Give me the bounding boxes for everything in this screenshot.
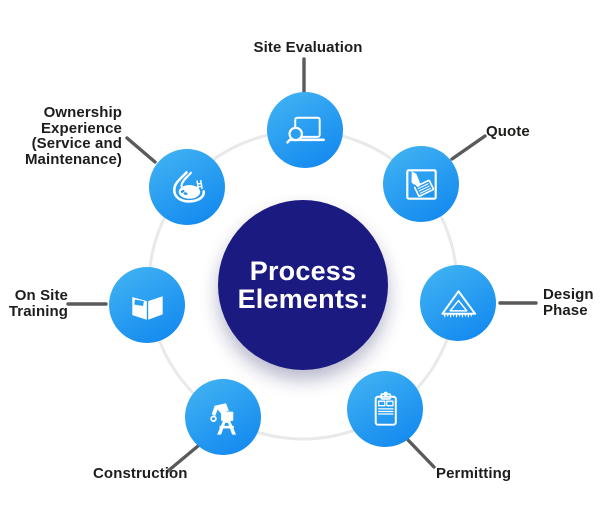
label-permitting: Permitting bbox=[436, 465, 512, 482]
connector-lines bbox=[66, 57, 538, 473]
node-site-evaluation bbox=[267, 92, 343, 168]
crane-icon bbox=[209, 402, 236, 435]
node-design-phase bbox=[420, 265, 496, 341]
connector-ownership bbox=[125, 136, 157, 164]
node-quote bbox=[383, 146, 459, 222]
node-construction bbox=[185, 379, 261, 455]
center-title-line-1: Process bbox=[249, 255, 357, 286]
node-ownership-experience bbox=[149, 149, 225, 225]
node-on-site-training bbox=[109, 267, 185, 343]
pool-icon bbox=[172, 170, 205, 203]
label-design-phase: Design Phase bbox=[543, 286, 594, 319]
connector-construction bbox=[166, 444, 200, 473]
label-ownership-experience: Ownership Experience (Service and Mainte… bbox=[24, 104, 122, 168]
center-circle: Process Elements: bbox=[218, 200, 388, 370]
set-square-icon bbox=[440, 289, 476, 317]
label-on-site-training: On Site Training bbox=[8, 287, 68, 320]
pen-document-icon bbox=[405, 168, 437, 200]
laptop-search-icon bbox=[285, 116, 325, 144]
center-title: Process Elements: bbox=[237, 255, 369, 314]
label-quote: Quote bbox=[486, 123, 530, 140]
clipboard-icon bbox=[374, 391, 397, 426]
connector-quote bbox=[450, 134, 487, 161]
connector-permitting bbox=[406, 438, 436, 469]
label-site-evaluation: Site Evaluation bbox=[253, 39, 363, 56]
open-book-icon bbox=[131, 295, 163, 320]
center-title-line-2: Elements: bbox=[237, 284, 369, 314]
node-permitting bbox=[347, 371, 423, 447]
label-construction: Construction bbox=[93, 465, 188, 482]
